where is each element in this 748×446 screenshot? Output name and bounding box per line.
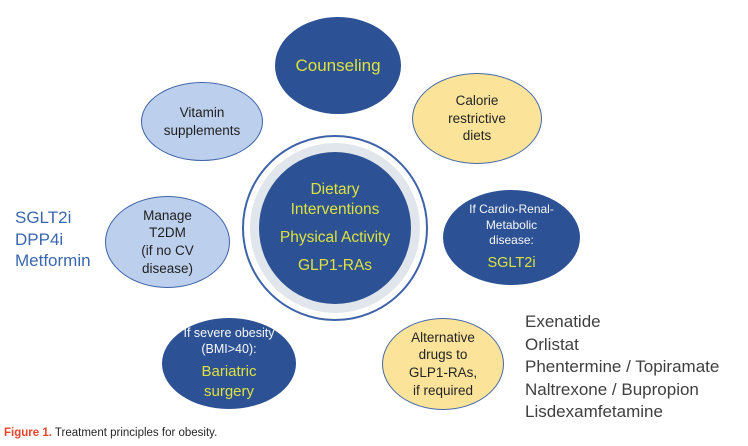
alternative-drug-list: Exenatide Orlistat Phentermine / Topiram… bbox=[525, 311, 719, 424]
alternative-drug-item: Exenatide bbox=[525, 312, 601, 331]
bubble-severe-highlight-surgery: surgery bbox=[203, 382, 255, 400]
core-line-dietary-interventions: Dietary Interventions bbox=[290, 181, 380, 218]
bubble-calorie-line2: restrictive bbox=[448, 110, 506, 126]
bubble-alt-line4: if required bbox=[412, 382, 474, 398]
bubble-cardio-line1: If Cardio-Renal- bbox=[469, 202, 554, 217]
bubble-cardio-renal-metabolic: If Cardio-Renal- Metabolic disease: SGLT… bbox=[443, 190, 580, 285]
bubble-cardio-line3: disease: bbox=[489, 233, 534, 248]
bubble-alt-line1: Alternative bbox=[411, 329, 475, 345]
bubble-calorie-line1: Calorie bbox=[455, 93, 499, 109]
figure-caption-label: Figure 1. bbox=[4, 427, 52, 439]
bubble-manage-line4: disease) bbox=[141, 260, 194, 276]
bubble-alternative-drugs: Alternative drugs to GLP1-RAs, if requir… bbox=[382, 318, 504, 410]
alternative-drug-item: Naltrexone / Bupropion bbox=[525, 379, 699, 399]
t2dm-drug-item: DPP4i bbox=[15, 229, 64, 249]
bubble-counseling: Counseling bbox=[275, 17, 401, 114]
bubble-severe-line2: (BMI>40): bbox=[201, 342, 257, 357]
core-line-glp1-ras: GLP1-RAs bbox=[297, 257, 373, 275]
core-line-physical-activity: Physical Activity bbox=[279, 229, 391, 246]
alternative-drug-item: Phentermine / Topiramate bbox=[525, 357, 720, 376]
bubble-manage-t2dm: Manage T2DM (if no CV disease) bbox=[105, 196, 230, 288]
bubble-core-treatments: Dietary Interventions Physical Activity … bbox=[259, 152, 411, 304]
bubble-alt-line2: drugs to bbox=[418, 347, 468, 363]
t2dm-drug-list: SGLT2i DPP4i Metformin bbox=[15, 207, 91, 272]
figure-caption: Figure 1. Treatment principles for obesi… bbox=[4, 427, 217, 439]
bubble-severe-line1: If severe obesity bbox=[183, 326, 275, 340]
bubble-manage-line3: (if no CV bbox=[141, 243, 194, 258]
bubble-calorie-restrictive-diets: Calorie restrictive diets bbox=[412, 73, 542, 164]
figure-caption-text: Treatment principles for obesity. bbox=[51, 427, 218, 439]
bubble-cardio-highlight-sglt2i: SGLT2i bbox=[487, 254, 536, 271]
bubble-vitamin-line1: Vitamin bbox=[179, 104, 225, 120]
bubble-severe-highlight-bariatric: Bariatric bbox=[201, 362, 257, 380]
bubble-vitamin-line2: supplements bbox=[163, 122, 241, 138]
bubble-manage-line2: T2DM bbox=[149, 225, 186, 241]
t2dm-drug-item: Metformin bbox=[15, 251, 91, 270]
alternative-drug-item: Lisdexamfetamine bbox=[525, 402, 663, 421]
bubble-alt-line3: GLP1-RAs, bbox=[408, 365, 478, 380]
bubble-severe-obesity: If severe obesity (BMI>40): Bariatric su… bbox=[162, 318, 296, 409]
bubble-counseling-label: Counseling bbox=[295, 55, 381, 75]
bubble-cardio-line2: Metabolic bbox=[485, 217, 538, 232]
bubble-vitamin-supplements: Vitamin supplements bbox=[141, 82, 263, 161]
bubble-manage-line1: Manage bbox=[143, 207, 192, 223]
alternative-drug-item: Orlistat bbox=[525, 334, 579, 354]
bubble-calorie-line3: diets bbox=[462, 128, 492, 144]
t2dm-drug-item: SGLT2i bbox=[15, 208, 72, 227]
